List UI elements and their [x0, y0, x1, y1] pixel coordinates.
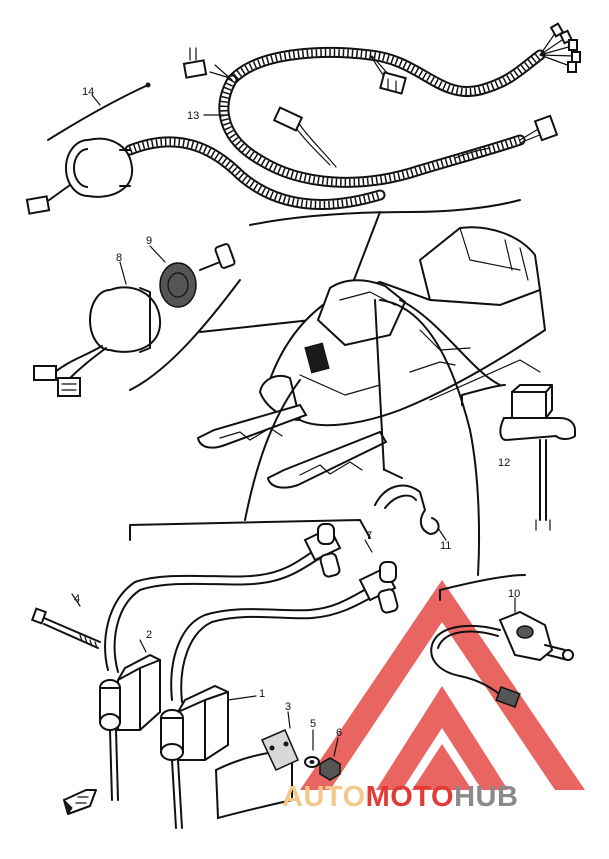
- gauge-assembly: [25, 137, 134, 215]
- clip-11: [374, 484, 447, 541]
- callout-10: 10: [508, 588, 520, 600]
- callout-5: 5: [310, 718, 316, 730]
- ignition-coil-2: [99, 639, 161, 801]
- snowmobile-body: [196, 226, 547, 489]
- plug-cords-7: [104, 523, 399, 703]
- callout-1: 1: [259, 688, 265, 700]
- bracket-3: [214, 711, 299, 820]
- watermark-hub: HUB: [454, 781, 518, 813]
- watermark-auto: AUTO: [282, 781, 366, 813]
- ignition-switch-8: [33, 286, 162, 397]
- callout-2: 2: [146, 629, 152, 641]
- nut-6: [319, 737, 341, 781]
- callout-8: 8: [116, 252, 122, 264]
- washer-5: [304, 729, 320, 768]
- watermark-moto: MOTO: [366, 781, 454, 813]
- callout-3: 3: [285, 701, 291, 713]
- watermark-text: AUTOMOTOHUB: [282, 781, 518, 813]
- ignition-coil-1: [160, 684, 257, 829]
- bolt-4: [30, 593, 101, 649]
- lead-wire-14: [47, 82, 151, 141]
- callout-12: 12: [498, 457, 510, 469]
- callout-11: 11: [440, 540, 451, 552]
- sensor-10: [430, 597, 574, 708]
- callout-7: 7: [366, 530, 372, 542]
- callout-6: 6: [336, 727, 342, 739]
- wire-harness-13: [124, 22, 581, 211]
- key-switch-9: [159, 243, 236, 308]
- callout-9: 9: [146, 235, 152, 247]
- front-marker-icon: [62, 789, 97, 816]
- relay-12: [499, 384, 576, 531]
- callout-13: 13: [187, 110, 199, 122]
- callout-14: 14: [82, 86, 94, 98]
- callout-4: 4: [74, 593, 80, 605]
